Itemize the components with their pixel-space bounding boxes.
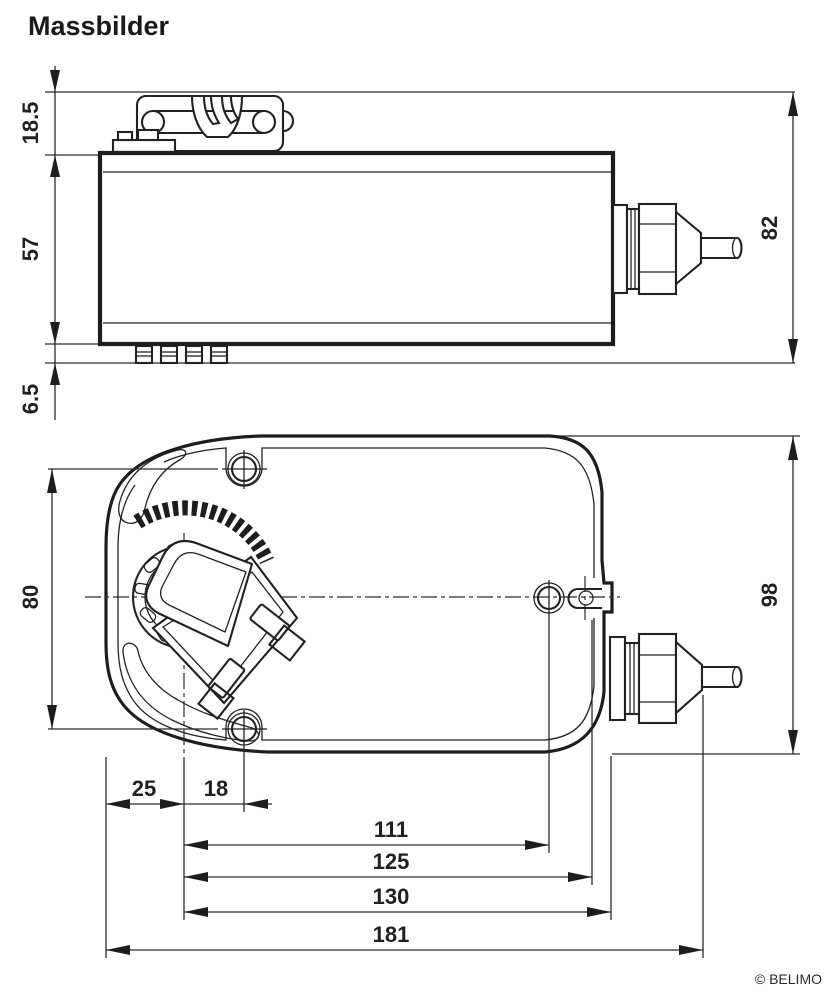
clip-terminal-1 — [116, 130, 134, 142]
clip-pin-right — [251, 109, 277, 135]
dim-label-98: 98 — [757, 583, 782, 607]
cable — [699, 236, 743, 260]
side-view-drawing: 18.5 57 6.5 82 — [18, 66, 798, 420]
dim-label-82: 82 — [757, 216, 782, 240]
dim-label-18: 18 — [204, 776, 228, 801]
clip-base — [111, 138, 177, 154]
clamp-assembly — [145, 539, 307, 721]
gland-rings — [625, 207, 641, 291]
top-view-right-dimension: 98 — [757, 436, 798, 754]
cable-gland-top — [608, 632, 743, 725]
gland-nut — [637, 632, 678, 725]
gland-flange — [608, 635, 627, 722]
dim-label-25: 25 — [132, 776, 156, 801]
clamp-bolt-lower — [197, 658, 246, 721]
clip-end-bump — [282, 109, 295, 133]
mounting-hole-bottom — [222, 710, 267, 746]
gland-cone — [674, 209, 703, 287]
side-view-left-dimensions: 18.5 57 6.5 — [18, 66, 60, 420]
gland-flange — [611, 203, 629, 295]
gland-cone — [674, 639, 704, 716]
bottom-dimensions: 25 18 111 125 130 181 — [105, 616, 704, 958]
cover-seam — [117, 447, 595, 741]
cable — [700, 665, 743, 689]
dim-label-125: 125 — [373, 849, 410, 874]
mounting-hole-top — [222, 450, 267, 489]
mounting-clip — [111, 94, 295, 154]
dim-label-57: 57 — [18, 237, 43, 261]
side-view-body — [97, 150, 616, 347]
clip-terminal-2 — [136, 128, 160, 142]
foot-tab — [209, 344, 229, 365]
dim-label-130: 130 — [373, 884, 410, 909]
slot-cutout — [567, 587, 602, 610]
clamp-bolt-upper — [249, 603, 307, 662]
connector-feet — [134, 344, 229, 365]
foot-tab — [134, 344, 154, 365]
foot-tab — [184, 344, 204, 365]
top-view-left-dimension: 80 — [18, 468, 218, 730]
page-title: Massbilder — [28, 11, 170, 41]
dim-label-18-5: 18.5 — [18, 102, 43, 145]
dim-label-181: 181 — [373, 922, 410, 947]
dim-label-6-5: 6.5 — [18, 384, 43, 415]
side-view-right-dimension: 82 — [757, 92, 798, 363]
gland-rings — [623, 641, 641, 716]
shaft-hole — [533, 580, 565, 616]
anti-rotation-strap — [190, 94, 244, 139]
top-view-drawing: 80 98 25 18 — [18, 434, 800, 958]
foot-tab — [159, 344, 179, 365]
gland-nut — [637, 202, 678, 296]
dim-label-111: 111 — [374, 817, 408, 842]
cable-gland-side — [611, 202, 743, 296]
side-body-outline — [97, 150, 616, 347]
copyright-notice: © BELIMO — [755, 971, 822, 987]
dim-label-80: 80 — [18, 585, 43, 609]
rotation-scale — [133, 500, 274, 565]
